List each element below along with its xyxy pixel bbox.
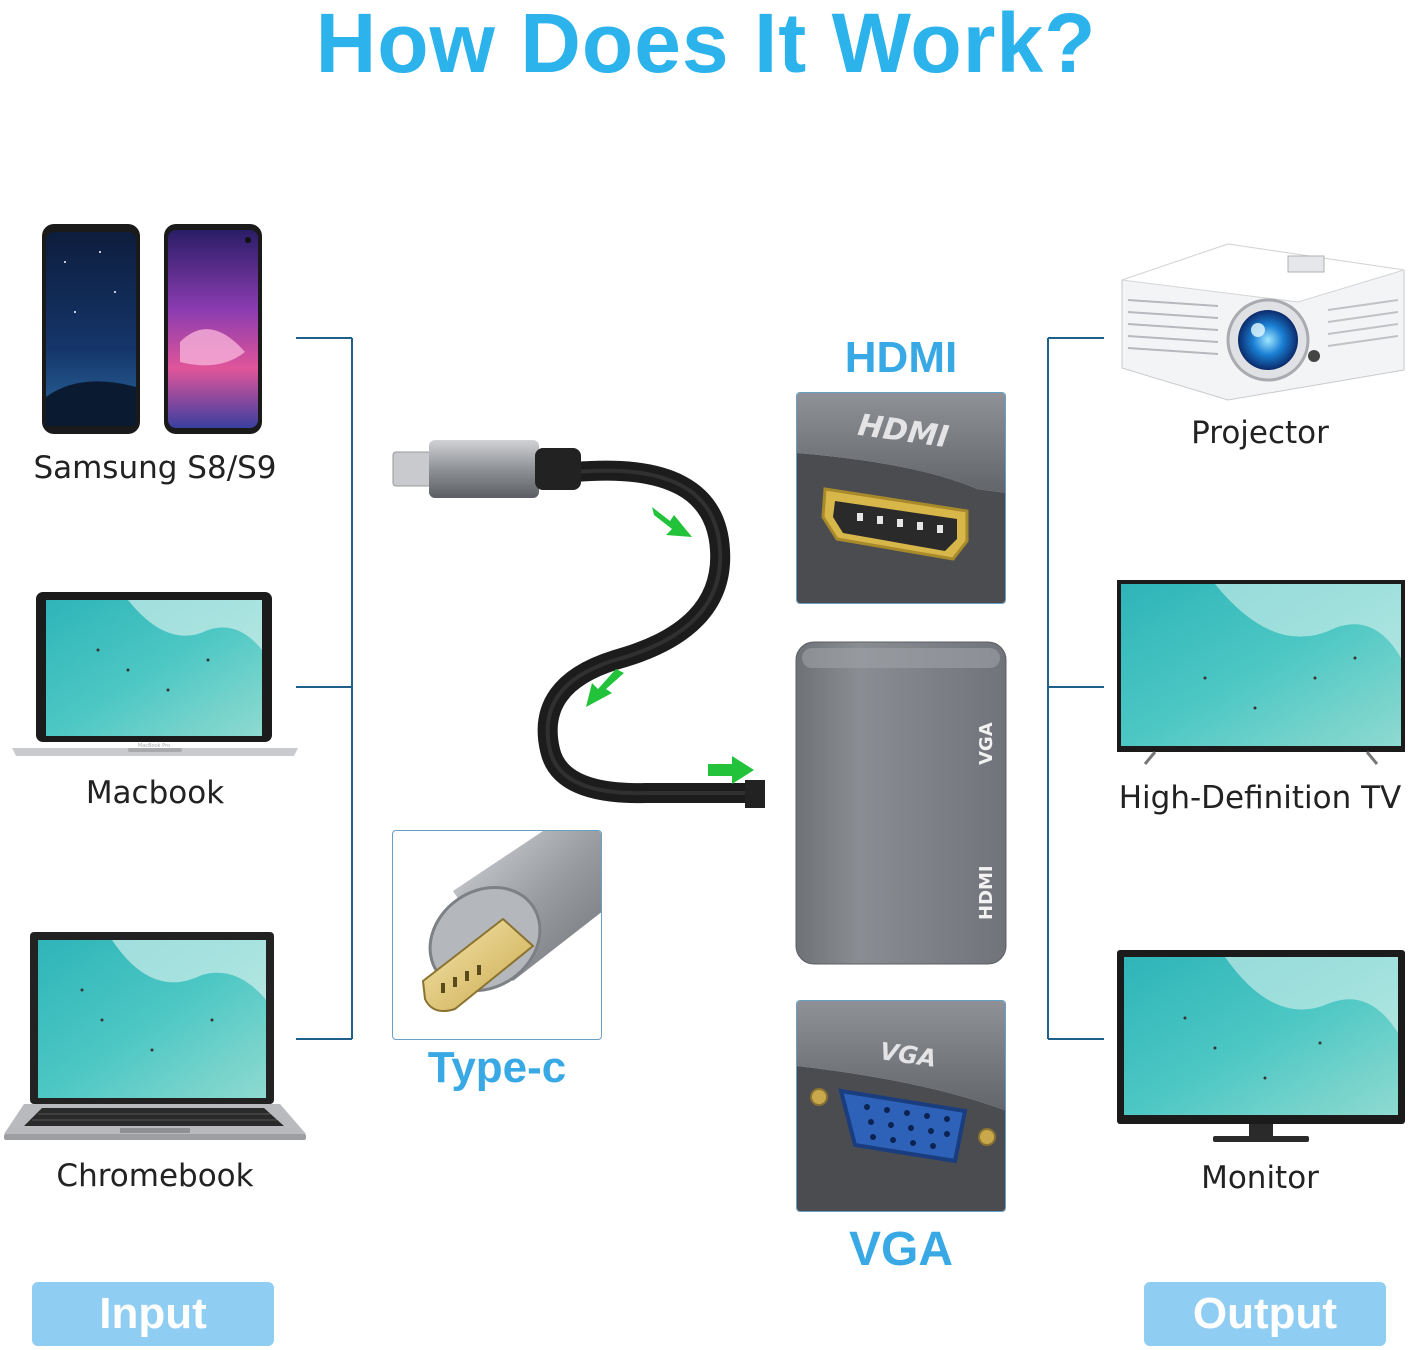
typec-closeup xyxy=(392,830,602,1040)
hub-vga-text: VGA xyxy=(976,722,997,765)
arrow-icon xyxy=(648,497,698,542)
macbook-image: MacBook Pro xyxy=(8,590,302,760)
output-badge: Output xyxy=(1144,1282,1386,1346)
macbook-label: Macbook xyxy=(85,775,225,811)
adapter-hub: VGA HDMI xyxy=(794,640,1008,966)
typec-label: Type-c xyxy=(427,1043,567,1092)
output-bracket xyxy=(1044,336,1108,1042)
arrow-icon xyxy=(706,756,756,786)
hdmi-closeup: HDMI xyxy=(796,392,1006,604)
monitor-image xyxy=(1115,948,1407,1148)
chromebook-image xyxy=(2,930,308,1145)
page-title: How Does It Work? xyxy=(315,0,1097,90)
vga-closeup: VGA xyxy=(796,1000,1006,1212)
input-bracket xyxy=(292,336,356,1042)
vga-label: VGA xyxy=(848,1223,953,1276)
projector-label: Projector xyxy=(1191,415,1329,451)
chromebook-label: Chromebook xyxy=(56,1158,254,1194)
input-badge: Input xyxy=(32,1282,274,1346)
hub-hdmi-text: HDMI xyxy=(976,865,997,920)
usb-c-cable xyxy=(385,430,805,840)
samsung-label: Samsung S8/S9 xyxy=(33,450,277,486)
tv-image xyxy=(1115,578,1407,768)
samsung-phones-image xyxy=(40,222,270,437)
hdmi-label: HDMI xyxy=(844,333,958,382)
arrow-icon xyxy=(580,667,630,712)
projector-image xyxy=(1118,240,1408,405)
tv-label: High-Definition TV xyxy=(1118,780,1402,816)
monitor-label: Monitor xyxy=(1201,1160,1319,1196)
macbook-bezel-text: MacBook Pro xyxy=(138,743,170,749)
